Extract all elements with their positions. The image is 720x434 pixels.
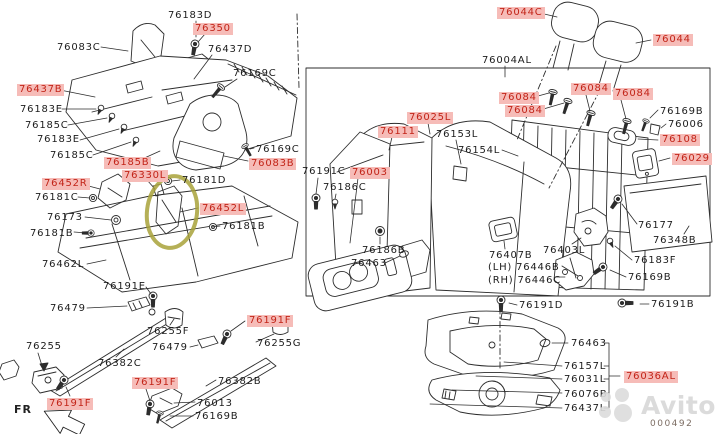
avito-watermark: Avito [594,388,716,424]
yellow-highlight-marker [144,174,200,250]
part-label-76036al: 76036AL [624,371,678,383]
part-label-76044c: 76044C [497,7,545,19]
part-label-76255: 76255 [26,341,62,352]
part-label-76181d: 76181D [182,175,227,186]
part-label-76013: 76013 [197,398,233,409]
part-label-76350: 76350 [193,23,233,35]
part-label-76181b: 76181B [30,228,74,239]
part-label-76083b: 76083B [249,158,297,170]
part-label-76181b: 76181B [222,221,266,232]
part-label-76173: 76173 [47,212,83,223]
part-label-76157l: 76157L [564,361,607,372]
part-label-76183e: 76183E [37,134,80,145]
part-label-76025l: 76025L [407,112,454,124]
part-label-76108: 76108 [660,134,700,146]
part-label-76452l: 76452L [200,203,247,215]
part-label-76191f: 76191F [47,398,94,410]
part-label-76348b: 76348B [653,235,697,246]
part-label-76169b: 76169B [628,272,672,283]
part-label-76084: 76084 [613,88,653,100]
part-label-76186c: 76186C [323,182,367,193]
fr-label: FR [14,403,32,416]
part-label-76462l: 76462L [42,259,85,270]
part-label-76185b: 76185B [104,157,152,169]
part-label-76255f: 76255F [147,326,190,337]
part-label-76403l: 76403L [543,245,586,256]
part-label-76076b: 76076B [564,389,608,400]
part-label-76003: 76003 [350,167,390,179]
part-label-76382c: 76382C [98,358,142,369]
part-label-76463: 76463 [351,258,387,269]
part-label-76083c: 76083C [57,42,101,53]
part-label-76382b: 76382B [218,376,262,387]
watermark-text: Avito [641,391,716,420]
part-label-76191f: 76191F [132,377,179,389]
part-label-76479: 76479 [50,303,86,314]
part-label-76029: 76029 [672,153,712,165]
part-label-76084: 76084 [571,83,611,95]
part-label-rh76446c: (RH) 76446C [488,275,562,286]
part-label-76330l: 76330L [122,170,169,182]
part-label-76437b: 76437B [17,84,65,96]
part-label-76169c: 76169C [233,68,277,79]
part-label-76255g: 76255G [257,338,302,349]
part-label-76191e: 76191E [103,281,146,292]
part-label-76031l: 76031L [564,374,607,385]
part-label-76044: 76044 [653,34,693,46]
part-label-lh76446b: (LH) 76446B [488,262,560,273]
part-label-76191d: 76191D [519,300,564,311]
part-label-76437l: 76437L [564,403,607,414]
part-label-76183e: 76183E [20,104,63,115]
part-label-76169b: 76169B [195,411,239,422]
part-label-76183f: 76183F [634,255,677,266]
part-label-76185c: 76185C [50,150,94,161]
avito-logo-icon [599,388,632,422]
part-label-76191b: 76191B [651,299,695,310]
rear-cushion-drawing [424,310,566,416]
rear-seatback-drawing [305,1,713,312]
part-label-76006: 76006 [668,119,704,130]
part-label-76437d: 76437D [208,44,253,55]
part-label-76186b: 76186B [362,245,406,256]
part-label-76169c: 76169C [256,144,300,155]
part-label-76191c: 76191C [302,166,346,177]
part-label-76185c: 76185C [25,120,69,131]
part-label-76153l: 76153L [436,129,479,140]
part-label-76181c: 76181C [35,192,79,203]
part-label-76004al: 76004AL [482,55,532,66]
part-label-76177: 76177 [638,220,674,231]
part-label-76463: 76463 [571,338,607,349]
diagram-code: 000492 [650,419,694,429]
part-label-76191f: 76191F [247,315,294,327]
part-label-76183d: 76183D [168,10,213,21]
part-label-76084: 76084 [505,105,545,117]
part-label-76169b: 76169B [660,106,704,117]
part-label-76452r: 76452R [42,178,90,190]
part-label-76111: 76111 [378,126,418,138]
part-label-76084: 76084 [499,92,539,104]
part-label-76407b: 76407B [489,250,533,261]
part-label-76479: 76479 [152,342,188,353]
fr-direction-indicator: FR [14,403,32,416]
part-label-76154l: 76154L [458,145,501,156]
